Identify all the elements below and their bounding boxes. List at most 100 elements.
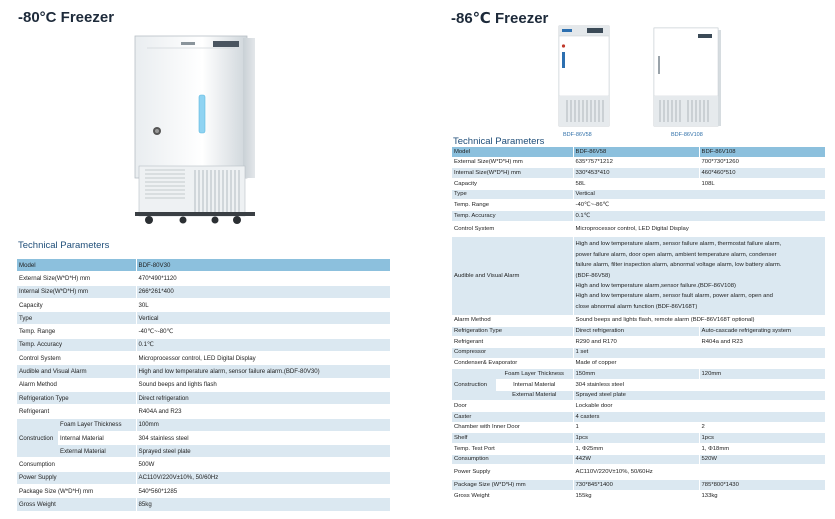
param-value: 304 stainless steel (135, 431, 391, 446)
param-label: Temp. Range (452, 199, 574, 212)
param-label: Consumption (17, 457, 137, 472)
freezer-86v108-image (653, 27, 721, 127)
param-value: 108L (698, 178, 826, 190)
param-label: Model (452, 147, 574, 158)
param-label: Door (452, 400, 574, 412)
param-value: 635*757*1212 (572, 157, 700, 169)
alarm-line: (BDF-86V58) (575, 272, 611, 279)
caption-86v58: BDF-86V58 (563, 132, 592, 138)
param-label: Gross Weight (17, 497, 137, 512)
param-label: Refrigerant (17, 404, 137, 419)
param-value: Microprocessor control, LED Digital Disp… (135, 351, 391, 366)
param-value: BDF-86V58 (572, 147, 700, 158)
param-label: Chamber with Inner Door (452, 422, 574, 434)
param-value: Microprocessor control, LED Digital Disp… (572, 221, 826, 237)
param-label: Package Size (W*D*H) mm (452, 479, 574, 492)
param-value: 1pcs (698, 432, 826, 445)
param-value: BDF-80V30 (135, 259, 391, 273)
param-value: 120mm (698, 368, 826, 380)
param-value: Vertical (572, 189, 826, 201)
param-value: Sound beeps and lights flash, remote ala… (572, 315, 826, 327)
param-label: Temp. Test Port (452, 443, 574, 455)
param-label: Internal Material (58, 431, 137, 446)
param-value: 304 stainless steel (572, 379, 826, 391)
param-value: 785*800*1430 (698, 479, 826, 492)
param-value: Lockable door (572, 400, 826, 412)
param-value: Auto-cascade refrigerating system (698, 326, 826, 338)
param-value: 133kg (698, 490, 826, 502)
param-value: 85kg (135, 497, 391, 512)
freezer-80-image (134, 35, 255, 224)
param-label: Capacity (17, 298, 137, 313)
param-value: R404a and R23 (698, 336, 826, 348)
alarm-line: High and low temperature alarm, sensor f… (575, 241, 782, 248)
param-label: Model (17, 259, 137, 273)
param-label: Control System (452, 221, 574, 237)
param-value: High and low temperature alarm, sensor f… (135, 364, 391, 379)
param-value: 330*453*410 (572, 167, 700, 180)
param-value: 700*730*1260 (698, 157, 826, 169)
param-value: Sound beeps and lights flash (135, 378, 391, 392)
param-value: 266*261*400 (135, 285, 391, 299)
param-value: Direct refrigeration (135, 391, 391, 406)
param-value: 442W (572, 454, 700, 466)
param-value: R404A and R23 (135, 404, 391, 419)
param-label: Type (452, 189, 574, 201)
param-value: 730*845*1400 (572, 479, 700, 492)
param-value: 470*490*1120 (135, 271, 391, 286)
param-value: 0.1℃ (572, 210, 826, 222)
param-value: 520W (698, 454, 826, 466)
param-label: Shelf (452, 432, 574, 445)
param-label: Internal Material (496, 379, 574, 391)
param-value: Sprayed steel plate (572, 390, 826, 402)
param-label: Internal Size(W*D*H) mm (17, 285, 137, 299)
param-label: Alarm Method (17, 378, 137, 392)
param-value: 58L (572, 178, 700, 190)
param-value: Made of copper (572, 358, 826, 370)
param-label: Audible and Visual Alarm (452, 236, 574, 316)
param-value: Vertical (135, 311, 391, 326)
param-label: Caster (452, 411, 574, 423)
param-label: Power Supply (17, 471, 137, 486)
param-value: 540*560*1285 (135, 484, 391, 499)
param-value: 1pcs (572, 432, 700, 445)
construction-label: Construction (17, 418, 58, 459)
table-row: Temp. Range-40℃~-86℃ (452, 199, 826, 212)
param-label: Gross Weight (452, 490, 574, 502)
freezer-86v58-image (558, 25, 610, 127)
param-label: External Size(W*D*H) mm (17, 271, 137, 286)
param-label: Refrigeration Type (452, 326, 574, 338)
param-label: Power Supply (452, 464, 574, 481)
param-value: 1 set (572, 347, 826, 359)
param-value: BDF-86V108 (698, 147, 826, 158)
param-label: External Material (496, 390, 574, 402)
param-label: Type (17, 311, 137, 326)
param-label: Control System (17, 351, 137, 366)
param-label: Temp. Range (17, 324, 137, 339)
param-label: Foam Layer Thickness (58, 418, 137, 432)
param-value: Sprayed steel plate (135, 444, 391, 459)
